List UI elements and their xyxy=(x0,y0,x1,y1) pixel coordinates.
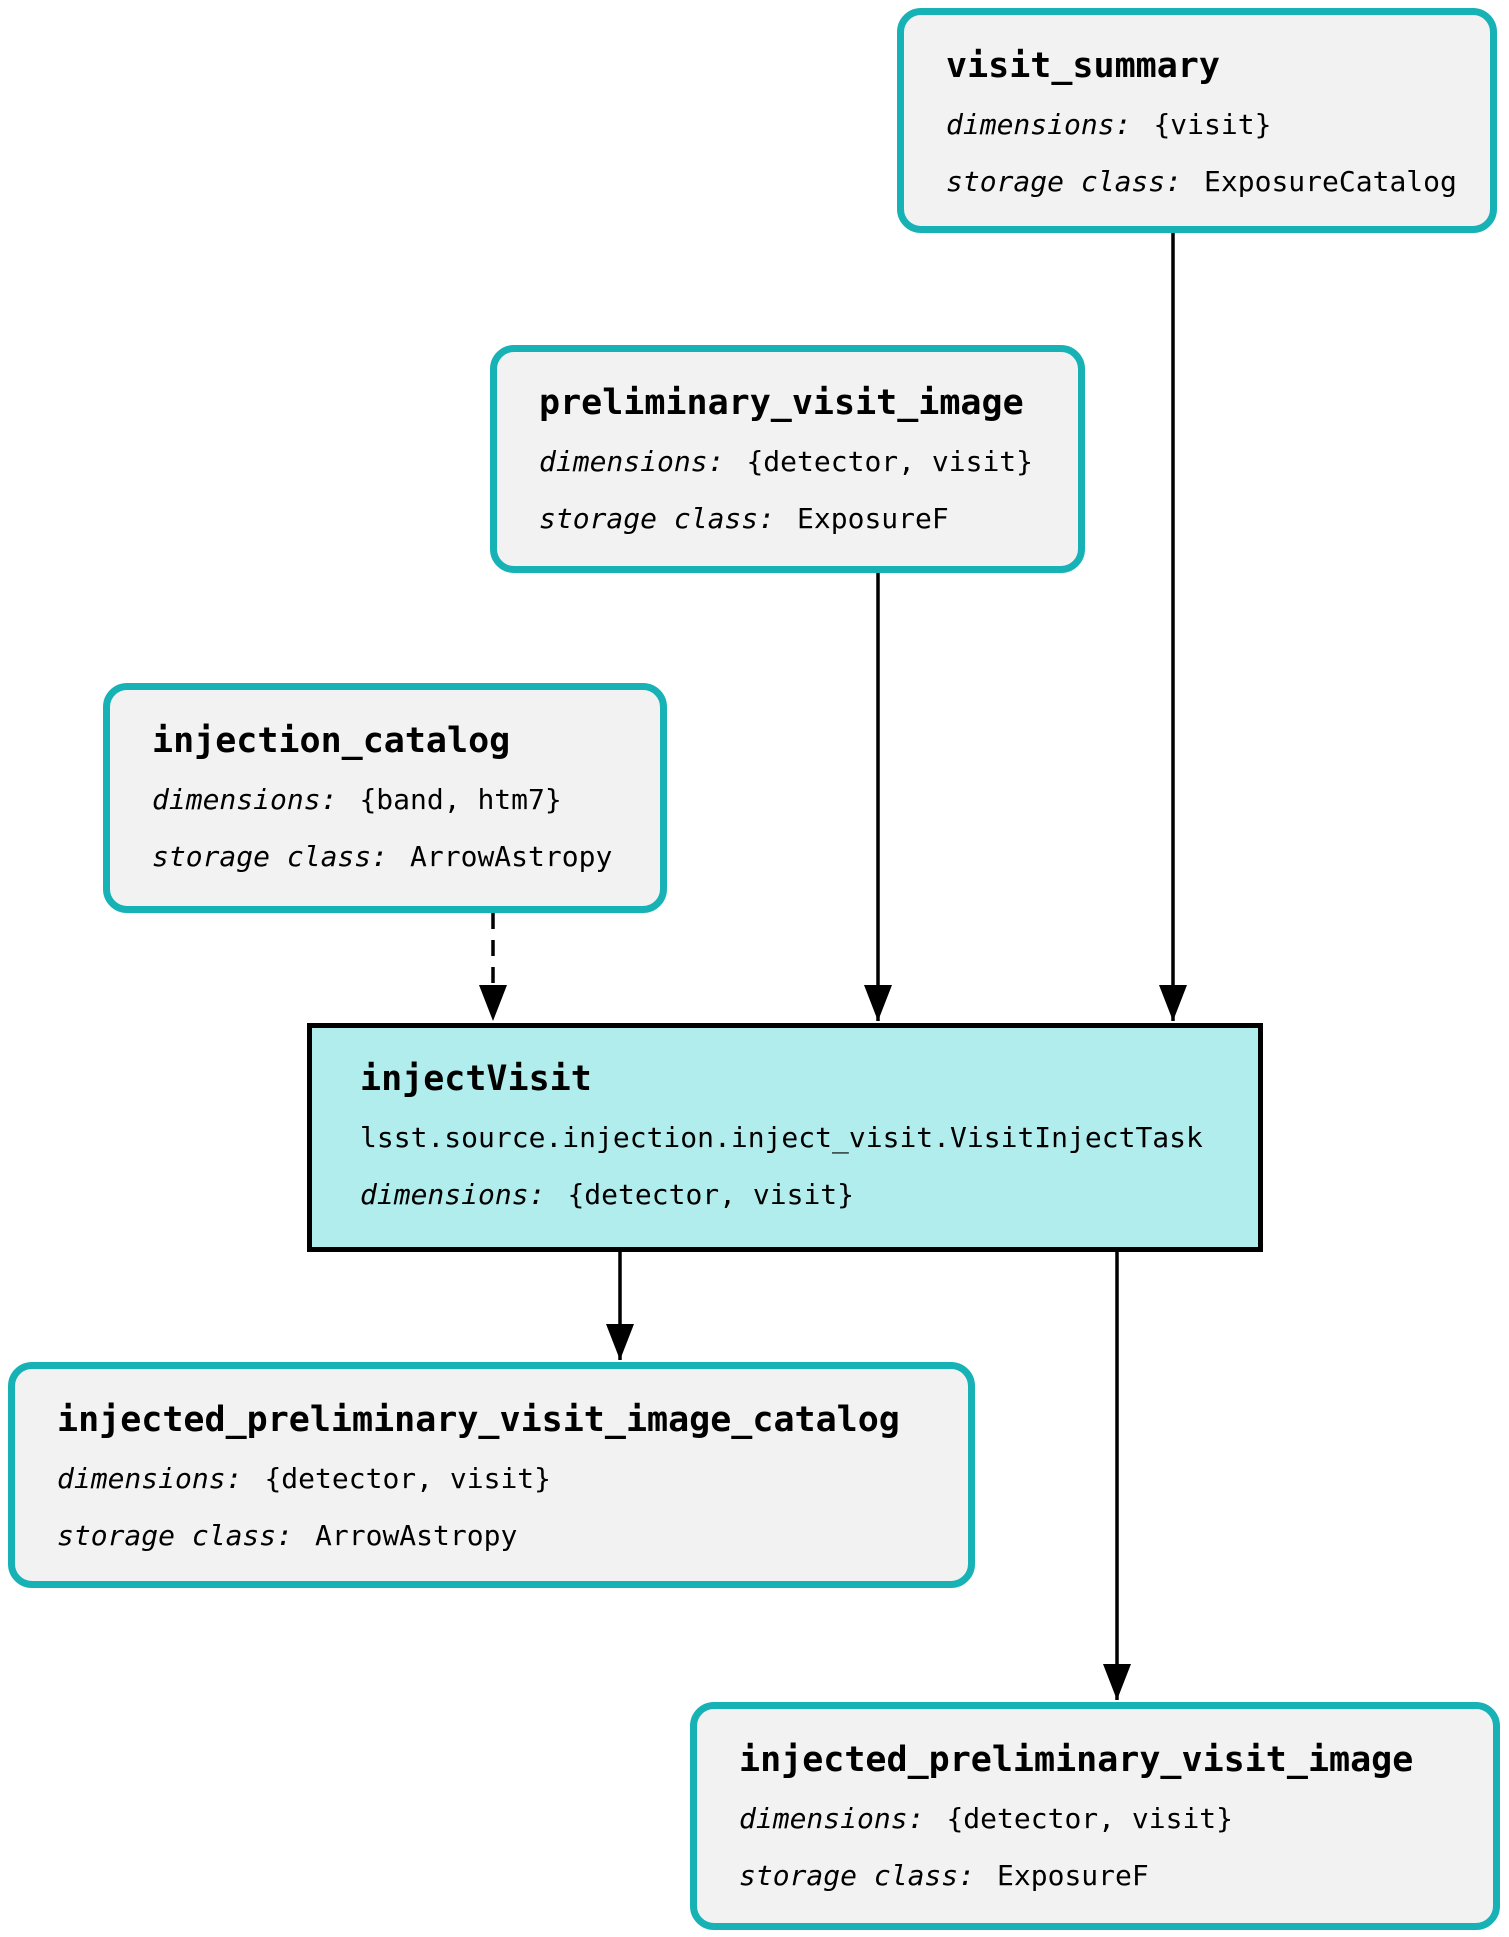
dimensions-value: {detector, visit} xyxy=(946,1802,1234,1835)
node-title: injected_preliminary_visit_image xyxy=(739,1740,1414,1780)
node-injectvisit-task: injectVisit lsst.source.injection.inject… xyxy=(307,1023,1263,1252)
dimensions-row: dimensions: {detector, visit} xyxy=(57,1461,948,1497)
dimensions-row: dimensions: {detector, visit} xyxy=(539,444,1058,480)
storage-class-value: ExposureF xyxy=(997,1859,1149,1892)
node-title: injectVisit xyxy=(360,1059,592,1099)
storage-class-label: storage class: xyxy=(152,840,389,873)
dimensions-value: {detector, visit} xyxy=(567,1178,855,1211)
node-title: injected_preliminary_visit_image_catalog xyxy=(57,1400,900,1440)
dimensions-label: dimensions: xyxy=(57,1462,243,1495)
storage-class-label: storage class: xyxy=(739,1859,976,1892)
dimensions-value: {detector, visit} xyxy=(264,1462,552,1495)
dimensions-value: {detector, visit} xyxy=(746,445,1034,478)
dimensions-row: dimensions: {band, htm7} xyxy=(152,782,640,818)
dimensions-label: dimensions: xyxy=(360,1178,546,1211)
storage-class-row: storage class: ExposureF xyxy=(739,1858,1473,1894)
node-injection-catalog: injection_catalog dimensions: {band, htm7… xyxy=(103,683,667,913)
task-class-row: lsst.source.injection.inject_visit.Visit… xyxy=(360,1120,1238,1156)
dimensions-value: {band, htm7} xyxy=(359,783,562,816)
node-title: visit_summary xyxy=(946,46,1220,86)
storage-class-value: ArrowAstropy xyxy=(410,840,613,873)
storage-class-row: storage class: ArrowAstropy xyxy=(57,1518,948,1554)
node-injected-preliminary-visit-image: injected_preliminary_visit_image dimensi… xyxy=(690,1702,1500,1930)
storage-class-label: storage class: xyxy=(946,165,1183,198)
dimensions-value: {visit} xyxy=(1153,108,1272,141)
storage-class-label: storage class: xyxy=(539,502,776,535)
node-injected-preliminary-visit-image-catalog: injected_preliminary_visit_image_catalog… xyxy=(8,1362,975,1588)
dimensions-label: dimensions: xyxy=(152,783,338,816)
node-visit-summary: visit_summary dimensions: {visit} storage… xyxy=(897,8,1497,233)
dimensions-label: dimensions: xyxy=(739,1802,925,1835)
node-title: injection_catalog xyxy=(152,721,511,761)
dimensions-row: dimensions: {visit} xyxy=(946,107,1470,143)
node-title: preliminary_visit_image xyxy=(539,383,1024,423)
node-preliminary-visit-image: preliminary_visit_image dimensions: {dete… xyxy=(490,345,1085,573)
dimensions-label: dimensions: xyxy=(946,108,1132,141)
storage-class-value: ExposureF xyxy=(797,502,949,535)
storage-class-row: storage class: ExposureF xyxy=(539,501,1058,537)
storage-class-row: storage class: ArrowAstropy xyxy=(152,839,640,875)
dimensions-row: dimensions: {detector, visit} xyxy=(360,1177,1238,1213)
dimensions-row: dimensions: {detector, visit} xyxy=(739,1801,1473,1837)
storage-class-label: storage class: xyxy=(57,1519,294,1552)
task-class-path: lsst.source.injection.inject_visit.Visit… xyxy=(360,1121,1203,1154)
dimensions-label: dimensions: xyxy=(539,445,725,478)
storage-class-value: ExposureCatalog xyxy=(1204,165,1457,198)
storage-class-row: storage class: ExposureCatalog xyxy=(946,164,1470,200)
storage-class-value: ArrowAstropy xyxy=(315,1519,518,1552)
